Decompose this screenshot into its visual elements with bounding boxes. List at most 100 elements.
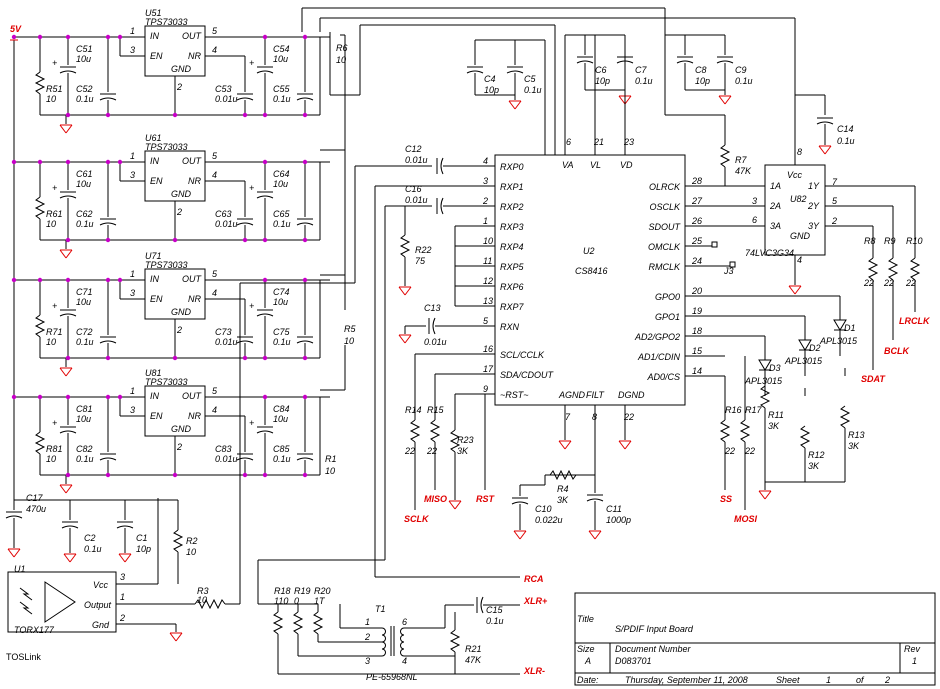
- u2-rnum: 15: [692, 346, 703, 356]
- reg-2-nr: NR: [188, 294, 201, 304]
- r22-ref: R22: [415, 245, 432, 255]
- r10-ref: R10: [906, 236, 923, 246]
- u2-rnum: 25: [691, 236, 703, 246]
- u2-pin-gpo1: GPO1: [655, 312, 680, 322]
- reg-3-en: EN: [150, 411, 163, 421]
- reg-1-cap3v: 0.01u: [215, 219, 238, 229]
- c4-val: 10p: [484, 85, 499, 95]
- u82-ref: U82: [790, 194, 807, 204]
- d1-ref: D1: [844, 323, 856, 333]
- reg-1-res-val: 10: [46, 219, 56, 229]
- c11-val: 1000p: [606, 515, 631, 525]
- c9-val: 0.1u: [735, 76, 753, 86]
- reg-3-out: OUT: [182, 391, 203, 401]
- svg-text:4: 4: [212, 288, 217, 298]
- net-bclk: BCLK: [884, 346, 910, 356]
- reg-3-res-val: 10: [46, 454, 56, 464]
- t1-part: PE-65968NL: [366, 672, 418, 682]
- r16-val: 22: [724, 446, 735, 456]
- reg-3-cap4v: 10u: [273, 414, 288, 424]
- svg-text:2: 2: [176, 442, 182, 452]
- u2-rnum: 14: [692, 366, 702, 376]
- u2-rnum: 20: [691, 286, 702, 296]
- u82-2y: 2Y: [807, 201, 820, 211]
- c16-ref: C16: [405, 184, 422, 194]
- svg-text:5: 5: [212, 26, 218, 36]
- regulator-1-part: TPS73033: [145, 142, 188, 152]
- d2-val: APL3015: [784, 356, 823, 366]
- u2-pin-gpo0: GPO0: [655, 292, 680, 302]
- u82-3a: 3A: [770, 221, 781, 231]
- net-lrclk: LRCLK: [899, 316, 931, 326]
- svg-text:2: 2: [176, 82, 182, 92]
- title-block: Title S/PDIF Input Board Size A Document…: [574, 592, 936, 686]
- reg-1-cap4: C64: [273, 169, 290, 179]
- c7-ref: C7: [635, 65, 647, 75]
- r11-val: 3K: [768, 421, 780, 431]
- u2-pin-ad2gpo2: AD2/GPO2: [634, 332, 680, 342]
- r16-ref: R16: [725, 405, 742, 415]
- u2-pin-rxp7: RXP7: [500, 302, 525, 312]
- svg-text:4: 4: [212, 170, 217, 180]
- u2-rnum: 27: [691, 196, 703, 206]
- r7-ref: R7: [735, 155, 747, 165]
- u2-ref: U2: [583, 246, 595, 256]
- reg-2-in: IN: [150, 274, 160, 284]
- svg-text:+: +: [249, 418, 254, 428]
- reg-0-cap5v: 0.1u: [273, 94, 291, 104]
- u2-bnum: 22: [623, 412, 634, 422]
- reg-2-cap4: C74: [273, 287, 290, 297]
- regulator-0-ref: U51: [145, 8, 162, 18]
- c10-ref: C10: [535, 504, 552, 514]
- reg-3-gnd: GND: [171, 424, 192, 434]
- u2-lnum: 11: [483, 256, 492, 266]
- r2-ref: R2: [186, 536, 198, 546]
- u82-n5: 5: [832, 196, 838, 206]
- reg-2-res-ref: R71: [46, 327, 63, 337]
- r13-val: 3K: [848, 441, 860, 451]
- u2-pin-rmclk: RMCLK: [648, 262, 681, 272]
- reg-1-en: EN: [150, 176, 163, 186]
- reg-1-cap5v: 0.1u: [273, 219, 291, 229]
- svg-text:1: 1: [130, 386, 135, 396]
- c2-ref: C2: [84, 533, 96, 543]
- svg-text:3: 3: [130, 45, 135, 55]
- r10-val: 22: [905, 278, 916, 288]
- c1-val: 10p: [136, 544, 151, 554]
- u1-output: Output: [84, 600, 112, 610]
- regulator-3-part: TPS73033: [145, 377, 188, 387]
- r9-ref: R9: [884, 236, 896, 246]
- reg-1-cap2v: 0.1u: [76, 219, 94, 229]
- svg-text:2: 2: [176, 207, 182, 217]
- u82-part: 74LVC3G34: [745, 248, 794, 258]
- r14-val: 22: [404, 446, 415, 456]
- c12-ref: C12: [405, 144, 422, 154]
- regulator-3-ref: U81: [145, 368, 162, 378]
- u82-1y: 1Y: [808, 181, 820, 191]
- u2-tnum: 23: [623, 137, 634, 147]
- u82-n8: 8: [797, 147, 802, 157]
- u82-n3: 3: [752, 196, 757, 206]
- u2-lnum: 1: [483, 216, 488, 226]
- u1-ref: U1: [14, 564, 26, 574]
- u82-n4: 4: [797, 255, 802, 265]
- tb-doc-label: Document Number: [615, 644, 692, 654]
- r15-ref: R15: [427, 405, 445, 415]
- tb-title: S/PDIF Input Board: [615, 624, 694, 634]
- r5-ref: R5: [344, 324, 356, 334]
- reg-2-cap3v: 0.01u: [215, 337, 238, 347]
- svg-text:+: +: [249, 183, 254, 193]
- reg-2-cap5v: 0.1u: [273, 337, 291, 347]
- r15-val: 22: [426, 446, 437, 456]
- u1-body: [7, 571, 117, 633]
- u2-pin-ad0cs: AD0/CS: [646, 372, 680, 382]
- r6-val: 10: [336, 55, 346, 65]
- r21-val: 47K: [465, 655, 482, 665]
- svg-text:4: 4: [212, 405, 217, 415]
- svg-text:5: 5: [212, 151, 218, 161]
- svg-text:4: 4: [212, 45, 217, 55]
- reg-2-gnd: GND: [171, 307, 192, 317]
- r6-ref: R6: [336, 43, 348, 53]
- r4-val: 3K: [557, 495, 569, 505]
- c4-ref: C4: [484, 74, 496, 84]
